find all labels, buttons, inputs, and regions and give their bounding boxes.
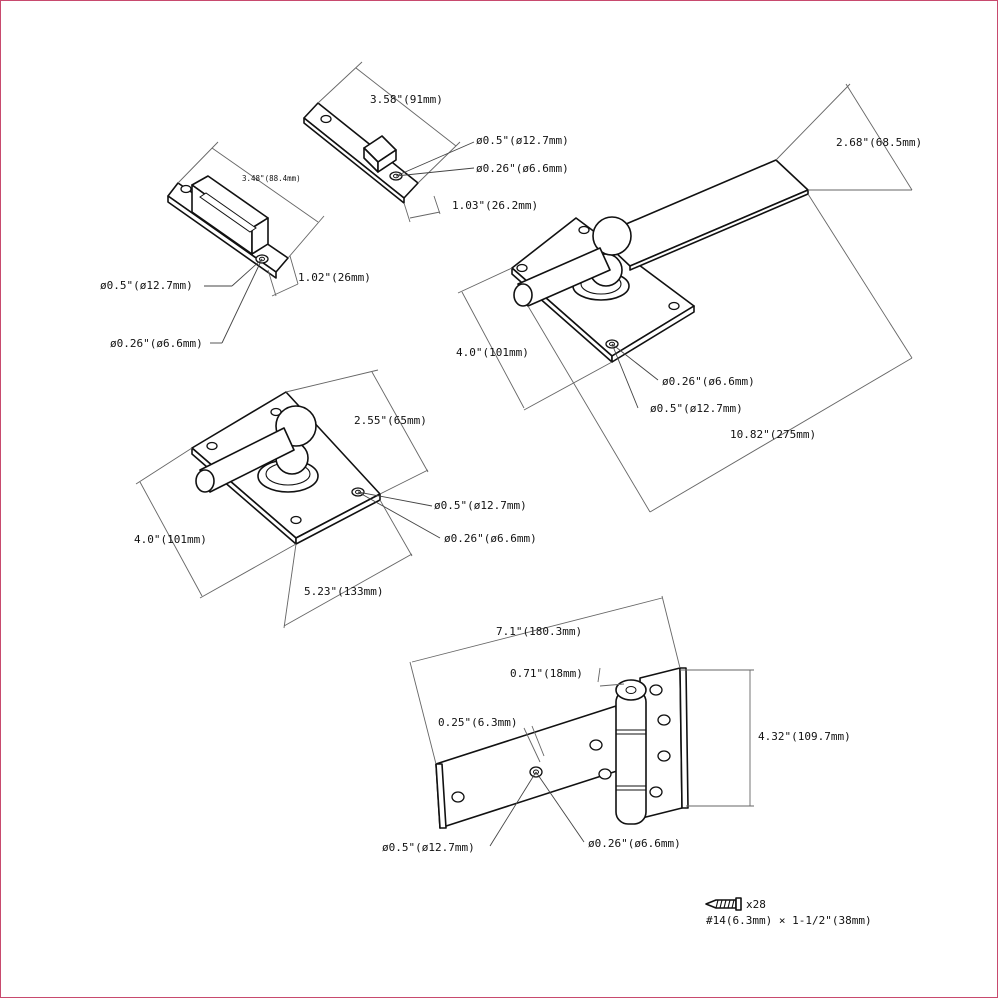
long-arm-bracket — [457, 83, 913, 513]
hinge-hole-label: ø0.26"(ø6.6mm) — [588, 837, 681, 850]
hinge-thickness-label: 0.25"(6.3mm) — [438, 716, 518, 729]
pivot-plate — [167, 141, 325, 344]
hinge-pin-offset-label: 0.71"(18mm) — [510, 667, 583, 680]
pivot-plate-length-label: 3.48"(88.4mm) — [242, 174, 301, 183]
latch-plate-length-label: 3.58"(91mm) — [370, 93, 443, 106]
latch-plate — [303, 61, 475, 223]
short-bracket-counterbore-label: ø0.5"(ø12.7mm) — [434, 499, 527, 512]
short-bracket — [135, 369, 441, 629]
screw-quantity-label: x28 — [746, 898, 766, 911]
long-bracket-arm-width-label: 2.68"(68.5mm) — [836, 136, 923, 149]
latch-plate-width-label: 1.03"(26.2mm) — [452, 199, 539, 212]
short-bracket-hole-label: ø0.26"(ø6.6mm) — [444, 532, 537, 545]
long-bracket-counterbore-label: ø0.5"(ø12.7mm) — [650, 402, 743, 415]
screw-spec-label: #14(6.3mm) × 1-1/2"(38mm) — [706, 914, 872, 927]
short-bracket-depth-label: 2.55"(65mm) — [354, 414, 427, 427]
screw-icon — [705, 897, 742, 911]
latch-plate-hole-label: ø0.26"(ø6.6mm) — [476, 162, 569, 175]
long-bracket-length-label: 10.82"(275mm) — [730, 428, 817, 441]
latch-plate-counterbore-label: ø0.5"(ø12.7mm) — [476, 134, 569, 147]
pivot-plate-counterbore-label: ø0.5"(ø12.7mm) — [100, 279, 193, 292]
pivot-plate-width-label: 1.02"(26mm) — [298, 271, 371, 284]
long-bracket-hole-label: ø0.26"(ø6.6mm) — [662, 375, 755, 388]
hinge-length-label: 7.1"(180.3mm) — [496, 625, 583, 638]
pivot-plate-hole-label: ø0.26"(ø6.6mm) — [110, 337, 203, 350]
hinge — [409, 595, 754, 847]
long-bracket-plate-width-label: 4.0"(101mm) — [456, 346, 529, 359]
short-bracket-plate-width-label: 4.0"(101mm) — [134, 533, 207, 546]
hinge-height-label: 4.32"(109.7mm) — [758, 730, 851, 743]
hinge-counterbore-label: ø0.5"(ø12.7mm) — [382, 841, 475, 854]
short-bracket-length-label: 5.23"(133mm) — [304, 585, 384, 598]
